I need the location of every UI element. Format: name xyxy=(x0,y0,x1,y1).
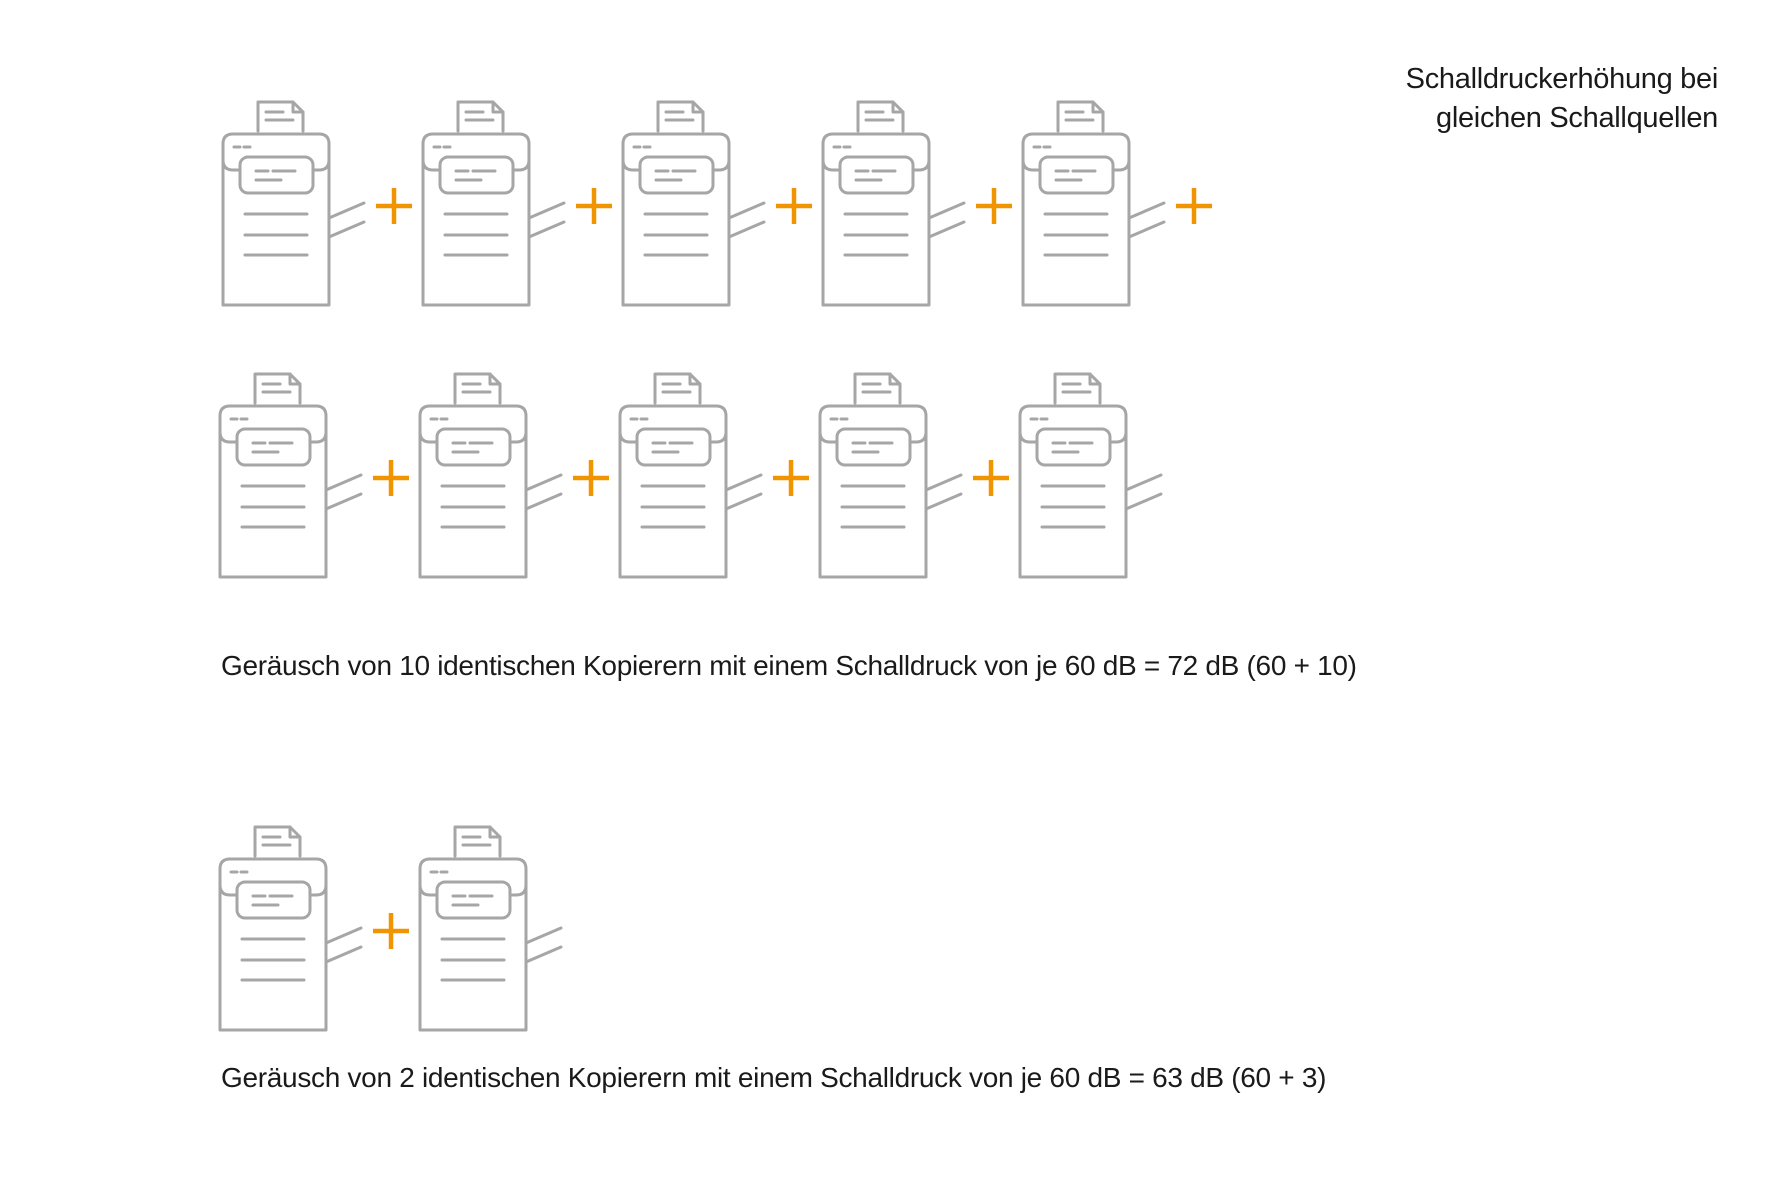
plus-icon xyxy=(373,460,409,496)
plus-icon xyxy=(373,913,409,949)
plus-icon xyxy=(576,188,612,224)
copier-icon xyxy=(1021,100,1166,307)
plus-icon xyxy=(773,460,809,496)
plus-icon xyxy=(976,188,1012,224)
plus-icon xyxy=(776,188,812,224)
caption-ten-copiers: Geräusch von 10 identischen Kopierern mi… xyxy=(221,650,1357,681)
plus-icon xyxy=(973,460,1009,496)
copier-icon xyxy=(421,100,566,307)
copier-icon xyxy=(1018,372,1163,579)
copier-icon xyxy=(218,825,363,1032)
caption-two-copiers: Geräusch von 2 identischen Kopierern mit… xyxy=(221,1062,1327,1093)
copier-icon xyxy=(218,372,363,579)
plus-icon xyxy=(1176,188,1212,224)
copier-icon xyxy=(818,372,963,579)
plus-icon xyxy=(376,188,412,224)
diagram-title-line-1: Schalldruckerhöhung bei xyxy=(1405,63,1719,95)
copier-icon xyxy=(418,825,563,1032)
copier-icon xyxy=(418,372,563,579)
copier-icon xyxy=(821,100,966,307)
diagram-title-line-2: gleichen Schallquellen xyxy=(1436,102,1718,134)
diagram-title: Schalldruckerhöhung bei gleichen Schallq… xyxy=(1198,60,1719,138)
copier-icon xyxy=(221,100,366,307)
copier-icon xyxy=(618,372,763,579)
plus-icon xyxy=(573,460,609,496)
copier-icon xyxy=(621,100,766,307)
